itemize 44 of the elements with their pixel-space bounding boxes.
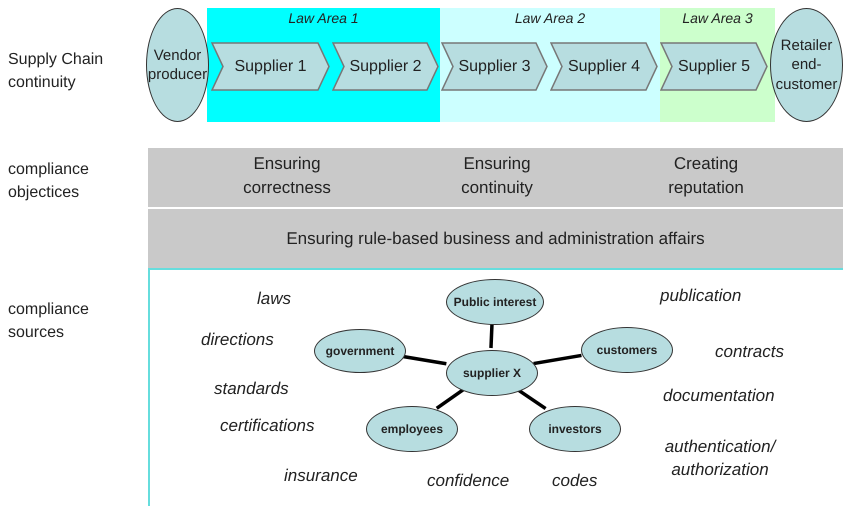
supplier-step: Supplier 2 [332,42,439,91]
supplier-step: Supplier 4 [550,42,658,91]
source-term: codes [552,471,598,491]
source-term: documentation [663,386,775,406]
law-area-band [440,8,660,122]
connector-line [489,322,494,348]
objective-text: Ensuring continuity [460,153,534,199]
supplier-step: Supplier 1 [211,42,330,91]
supplier-step: Supplier 3 [441,42,548,91]
law-area-band [660,8,775,122]
supplier-step: Supplier 5 [660,42,768,91]
source-term: contracts [715,342,784,362]
band-title: Law Area 1 [287,10,360,26]
source-term: insurance [284,466,358,486]
stakeholder-ellipse: Public interest [446,279,544,325]
stakeholder-ellipse: investors [529,406,621,452]
source-term: authentication/ authorization [664,436,778,481]
connector-line [516,388,547,410]
source-term: publication [660,286,742,306]
source-term: standards [214,379,289,399]
source-term: certifications [220,416,314,436]
connector-line [533,354,582,366]
stakeholder-ellipse: employees [366,406,458,452]
actor-ellipse: Vendor producer [146,8,209,122]
source-term: directions [201,330,274,350]
source-term: confidence [427,471,510,491]
row-heading: compliance sources [8,300,90,344]
connector-line [401,354,447,366]
band-title: Law Area 3 [681,10,754,26]
band-title: Law Area 2 [514,10,586,26]
source-term: laws [257,289,292,309]
actor-ellipse: Retailer end-customer [770,8,843,122]
stakeholder-ellipse: supplier X [446,350,538,396]
row-heading: Supply Chain continuity [8,50,104,94]
row-heading: compliance objectices [8,160,90,204]
rule-band: Ensuring rule-based business and administration affairs [148,208,843,268]
connector-line [436,388,464,410]
sources-panel [148,268,843,506]
objective-text: Creating reputation [667,153,745,199]
objective-text: Ensuring correctness [242,153,332,199]
objectives-band [148,148,843,207]
stakeholder-ellipse: government [314,329,406,373]
law-area-band [207,8,440,122]
stakeholder-ellipse: customers [581,327,673,373]
